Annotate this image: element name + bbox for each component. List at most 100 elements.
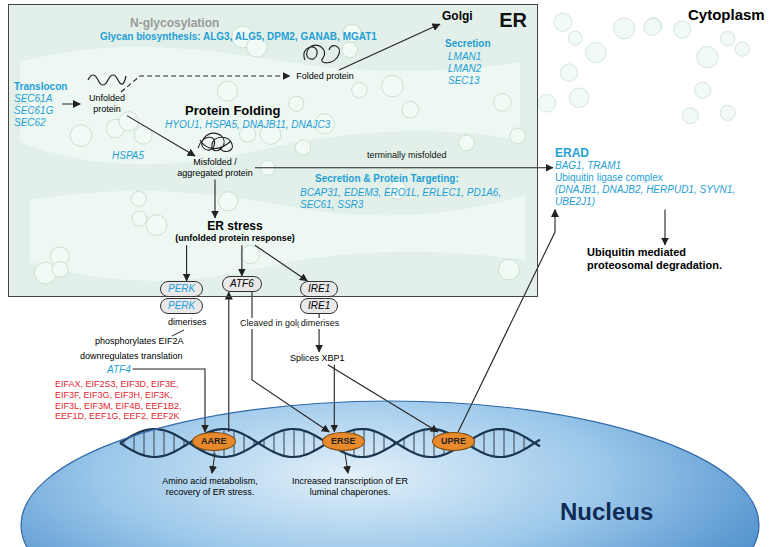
vesicle: [146, 215, 167, 236]
response-element: AARE: [192, 432, 236, 451]
annotation: Glycan biosynthesis: ALG3, ALG5, DPM2, G…: [100, 31, 377, 43]
node-text: Golgi: [442, 9, 473, 23]
vesicle: [560, 64, 577, 81]
node-text: ERSE: [331, 436, 356, 447]
annotation: EIFAX, EIF2S3, EIF3D, EIF3E, EIF3F, EIF3…: [55, 379, 200, 422]
dna-rung: [153, 429, 154, 457]
node-text: Misfolded / aggregated protein: [177, 157, 253, 179]
dna-rung: [373, 431, 374, 455]
node-text: Ubiquitin ligase complex: [555, 172, 751, 184]
leader-arrow: [212, 453, 215, 473]
dna-rung: [163, 430, 164, 455]
vesicle: [459, 135, 475, 151]
nucleus: Nucleus AARE ERSE UPRE: [20, 400, 760, 547]
connector-arrow: [339, 24, 440, 70]
vesicle: [119, 112, 138, 131]
factor-text: ATF4: [105, 363, 133, 377]
annotation: Increased transcription of ER luminal ch…: [285, 476, 415, 498]
connector-arrow: [186, 245, 187, 281]
annotation: downregulates translation: [80, 351, 183, 362]
dna-rung: [513, 432, 514, 455]
edge-label: terminally misfolded: [365, 150, 449, 161]
annotation: LMAN1 LMAN2 SEC13: [448, 51, 488, 87]
connector-arrow: [133, 369, 205, 432]
dna-rung: [493, 430, 494, 457]
vesicle-group: [538, 13, 749, 123]
nucleus-fill: [21, 401, 759, 547]
connector-arrow: [255, 245, 308, 281]
annotation: Protein Folding: [185, 103, 280, 119]
annotation: HYOU1, HSPA5, DNAJB11, DNAJC3: [165, 119, 330, 131]
vesicle: [569, 88, 589, 108]
dna-rung: [523, 437, 524, 450]
vesicle: [289, 96, 304, 111]
misfolded-protein-icon: [198, 133, 232, 151]
node-text: BAG1, TRAM1: [555, 160, 751, 172]
dna-rung: [303, 431, 304, 455]
node-text: PERK: [168, 300, 195, 312]
node-text: ATF6: [230, 278, 254, 290]
protein-state: Folded protein: [290, 70, 360, 83]
leader-arrow: [345, 453, 348, 473]
connector-arrow: [121, 76, 290, 92]
er-cisterna: [20, 47, 520, 164]
dna-rung: [243, 435, 244, 452]
node-text: Ubiquitin mediated proteosomal degradati…: [587, 246, 743, 272]
pathway-tick: [172, 330, 184, 336]
stress-heading: ER stress(unfolded protein response): [170, 218, 300, 245]
connector-arrow: [328, 365, 438, 432]
vesicle: [735, 42, 749, 56]
vesicle: [52, 262, 68, 278]
annotation: Secretion & Protein Targeting:: [315, 173, 459, 185]
node-text: ER stress: [172, 219, 298, 233]
node-text: IRE1: [308, 300, 330, 312]
dna-rung: [283, 430, 284, 456]
sensor-pill: IRE1: [300, 298, 338, 314]
dna-helix: [120, 429, 540, 457]
vesicle: [217, 81, 237, 101]
vesicle: [219, 192, 238, 211]
dna-rung: [293, 429, 294, 457]
dna-rung: [483, 433, 484, 454]
node-text: Splices XBP1: [290, 353, 345, 364]
vesicle: [720, 105, 735, 120]
vesicle: [682, 108, 698, 124]
organelle-label: Golgi: [440, 8, 475, 24]
vesicle: [352, 82, 367, 97]
sensor-pill: PERK: [160, 281, 203, 297]
vesicle: [554, 13, 572, 31]
annotation: HSPA5: [112, 150, 144, 162]
unfolded-protein-icon: [88, 75, 126, 85]
sensor-pill: ATF6: [222, 276, 262, 292]
node-text: (DNAJB1, DNAJB2, HERPUD1, SYVN1, UBE2J1): [555, 184, 751, 208]
vesicle: [674, 21, 691, 38]
dna-strand: [120, 429, 540, 457]
vesicle: [241, 245, 260, 264]
vesicle: [295, 140, 310, 155]
dna-rung: [313, 435, 314, 451]
node-text: Nucleus: [560, 498, 653, 527]
vesicle: [586, 42, 606, 62]
connector-arrow: [214, 180, 215, 218]
protein-state: Misfolded / aggregated protein: [175, 156, 255, 180]
dna-rung: [273, 434, 274, 452]
vesicle: [131, 191, 146, 206]
vesicle: [382, 75, 404, 97]
node-text: ATF4: [107, 364, 131, 376]
response-element: ERSE: [322, 432, 365, 451]
annotation: Secretion: [445, 38, 491, 50]
dna-rung: [503, 429, 504, 457]
dna-rung: [133, 435, 134, 452]
response-element: UPRE: [432, 432, 475, 451]
dna-rung: [173, 434, 174, 452]
annotation: phosphorylates EIF2A: [95, 336, 184, 347]
dna-rung: [383, 436, 384, 451]
annotation: N-glycosylation: [130, 16, 219, 30]
node-text: AARE: [201, 436, 227, 447]
vesicle: [695, 82, 711, 98]
vesicle: [499, 259, 520, 280]
node-text: (unfolded protein response): [172, 233, 298, 244]
